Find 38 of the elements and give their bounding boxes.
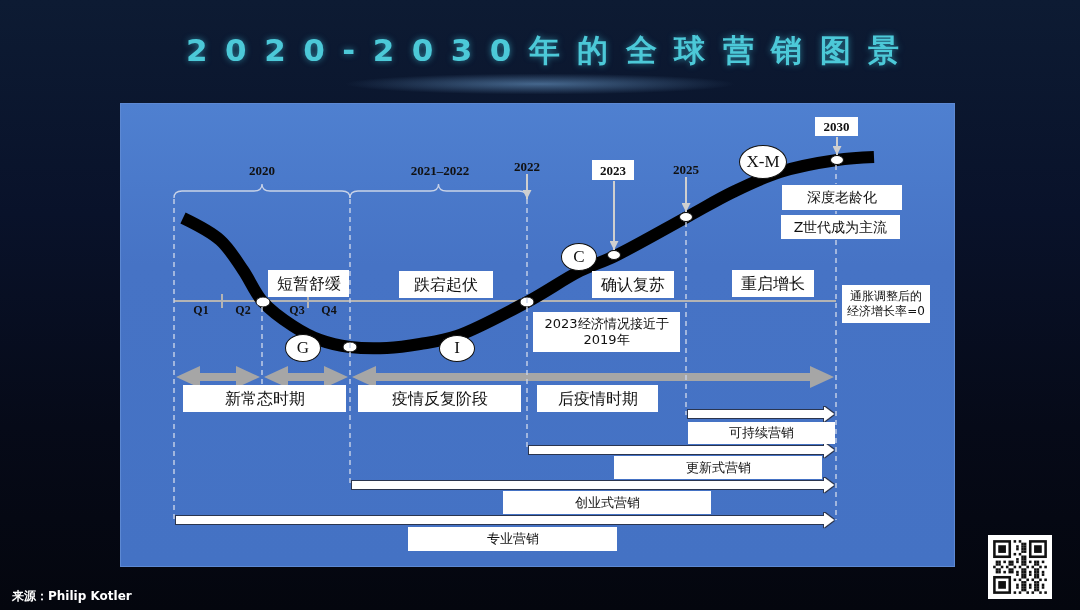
marketing-label: 更新式营销 [614, 456, 822, 479]
trend-label: Z世代成为主流 [781, 215, 900, 239]
note-label: 2023经济情况接近于2019年 [533, 312, 680, 352]
arrow [609, 180, 619, 251]
quarter-label: Q1 [192, 304, 210, 316]
quarter-label: Q2 [234, 304, 252, 316]
year-label-box: 2023 [592, 160, 634, 180]
quarter-label: Q3 [288, 304, 306, 316]
curve-point [830, 155, 844, 165]
curve-point [679, 212, 693, 222]
marketing-label: 创业式营销 [503, 491, 711, 514]
source-note: 来源：Philip Kotler [12, 590, 132, 604]
dashed-divider-line [260, 307, 264, 386]
period-label: 后疫情时期 [537, 385, 658, 412]
arrow [681, 176, 691, 213]
page-title: 2020-2030年的全球营销图景 [186, 33, 917, 68]
year-label: 2021–2022 [409, 164, 471, 177]
period-label: 疫情反复阶段 [358, 385, 521, 412]
quarter-label: Q4 [320, 304, 338, 316]
period-label: 新常态时期 [183, 385, 346, 412]
marketing-label: 可持续营销 [688, 422, 835, 444]
marketing-label: 专业营销 [408, 527, 617, 551]
phase-label: 短暂舒缓 [268, 270, 349, 297]
curve-point [607, 250, 621, 260]
arrow [522, 173, 532, 200]
year-label: 2020 [248, 164, 276, 177]
note-label: 通胀调整后的经济增长率=0 [842, 285, 930, 323]
dashed-divider-line [684, 222, 688, 415]
trend-label: 深度老龄化 [782, 185, 902, 210]
arrow [832, 136, 842, 156]
phase-label: 确认复苏 [592, 271, 674, 298]
phase-label: 跌宕起伏 [399, 271, 493, 298]
year-label: 2022 [507, 160, 547, 173]
year-label: 2025 [666, 163, 706, 176]
year-label-box: 2030 [815, 117, 858, 136]
dashed-divider-line [348, 199, 352, 486]
phase-label: 重启增长 [732, 270, 814, 297]
dashed-divider-line [172, 199, 176, 520]
